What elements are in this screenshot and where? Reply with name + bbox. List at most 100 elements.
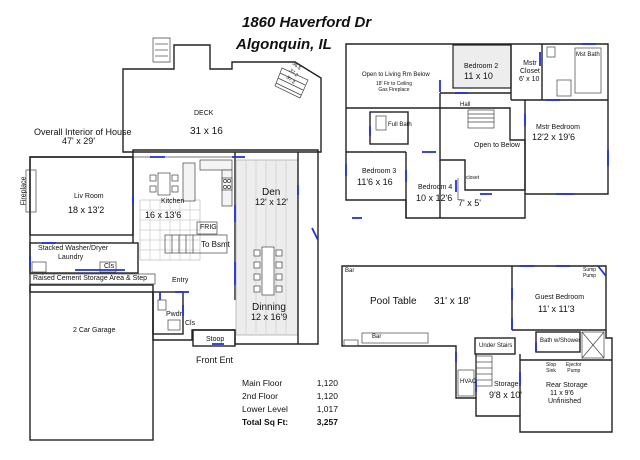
square-footage-summary: Main Floor 1,120 2nd Floor 1,120 Lower L… <box>242 378 338 430</box>
summary-row-total: Total Sq Ft: 3,257 <box>242 417 338 430</box>
summary-label: Main Floor <box>242 378 283 388</box>
washer-dryer <box>31 261 47 273</box>
hvac-box <box>457 369 475 397</box>
second-floor-stairs <box>467 109 495 129</box>
summary-row: Main Floor 1,120 <box>242 378 338 391</box>
mst-bath-label: Mst Bath <box>576 52 600 58</box>
bedroom3-dims: 11'6 x 16 <box>357 177 393 187</box>
summary-value: 1,017 <box>316 404 338 414</box>
fireplace-box <box>25 169 37 213</box>
summary-value: 1,120 <box>316 391 338 401</box>
stairs-to-bsmt <box>164 234 228 254</box>
bedroom4-dims: 10 x 12'6 <box>416 193 453 203</box>
mstr-bedroom-label: Mstr Bedroom <box>536 124 580 131</box>
den-dims: 12' x 12' <box>255 197 288 207</box>
overall-dims: 47' x 29' <box>62 136 95 146</box>
laundry-label: Laundry <box>58 254 84 261</box>
slop-sink-label: Slop Sink <box>546 362 557 374</box>
overall-label: Overall Interior of House <box>34 127 132 137</box>
den-label: Den <box>262 187 281 198</box>
closet-dims: 7' x 5' <box>458 198 481 208</box>
storage-dims: 9'8 x 10' <box>489 390 522 400</box>
city-title: Algonquin, IL <box>236 36 332 53</box>
mstr-closet-label: Mstr Closet <box>520 60 540 76</box>
rear-storage-label: Rear Storage <box>546 382 588 389</box>
entry-label: Entry <box>172 277 189 284</box>
storage-label: Storage <box>494 381 519 388</box>
bar-counter <box>361 332 429 344</box>
stoop-box <box>192 329 236 347</box>
kitchen-dims: 16 x 13'6 <box>145 210 182 220</box>
lower-level-outline <box>341 265 613 433</box>
sump-pump-label: Sump Pump <box>583 267 597 279</box>
bedroom4-label: Bedroom 4 <box>418 184 453 191</box>
garage-label: 2 Car Garage <box>73 327 116 334</box>
second-floor-outline <box>345 43 609 219</box>
kitchen-table <box>157 172 171 196</box>
summary-row: 2nd Floor 1,120 <box>242 391 338 404</box>
bar-top-label: Bar <box>345 268 355 274</box>
summary-label: Lower Level <box>242 404 288 414</box>
deck-stair <box>274 67 309 99</box>
open-below-label: Open to Below <box>474 142 520 149</box>
bedroom2-dims: 11 x 10 <box>464 71 493 81</box>
rear-storage-note: Unfinished <box>548 398 582 405</box>
mst-bath-tub <box>574 47 602 94</box>
stoop-label: Stoop <box>206 336 225 343</box>
summary-value: 1,120 <box>316 378 338 388</box>
guest-bedroom-label: Guest Bedroom <box>535 294 585 301</box>
rear-storage-dims: 11 x 9'6 <box>550 390 574 397</box>
dinning-label: Dinning <box>252 302 286 313</box>
raised-storage-area <box>29 273 156 285</box>
bath-shower-label: Bath w/Shower <box>540 338 581 344</box>
open-living-label: Open to Living Rm Below <box>362 72 430 78</box>
garage-walls <box>29 284 154 441</box>
guest-bedroom-dims: 11' x 11'3 <box>538 304 575 314</box>
fireplace-label: Fireplace <box>20 176 28 206</box>
rec-room-dims: 31' x 18' <box>434 296 471 307</box>
bedroom3-label: Bedroom 3 <box>362 168 397 175</box>
mstr-closet-dims: 6' x 10 <box>519 76 540 83</box>
under-stairs-label: Under Stairs <box>479 343 513 349</box>
mstr-bedroom-dims: 12'2 x 19'6 <box>532 132 575 142</box>
ejector-pump-label: Ejector Pump <box>566 362 582 374</box>
hall-label: Hall <box>460 102 471 108</box>
dinning-dims: 12 x 16'9 <box>251 312 288 322</box>
cls2-label: Cls <box>185 320 196 327</box>
hvac-label: HVAC <box>460 379 477 385</box>
storage-area-label: Raised Cement Storage Area & Step <box>33 275 148 282</box>
stove <box>221 177 233 191</box>
toilet <box>157 299 167 311</box>
address-title: 1860 Haverford Dr <box>242 14 372 31</box>
deck-label: DECK <box>194 110 214 117</box>
liv-room-label: Liv Room <box>74 193 104 200</box>
cls1-label: Cls <box>104 263 115 270</box>
bedroom2-label: Bedroom 2 <box>464 63 499 70</box>
summary-row: Lower Level 1,017 <box>242 404 338 417</box>
frig-label: FRIG <box>200 224 217 231</box>
chimney <box>152 37 171 63</box>
pwdr-label: Pwdr <box>166 311 182 318</box>
washer-dryer-label: Stacked Washer/Dryer <box>38 245 109 252</box>
summary-label: 2nd Floor <box>242 391 278 401</box>
ceiling-note: 18' Fir to Ceiling Gas Fireplace <box>376 81 412 93</box>
summary-label: Total Sq Ft: <box>242 417 289 427</box>
deck-outline <box>122 44 322 153</box>
dining-table <box>261 246 275 296</box>
to-bsmt-label: To Bsmt <box>201 240 230 249</box>
under-stairs-walls <box>474 337 516 355</box>
lower-stairs <box>475 355 493 387</box>
closet-label: closet <box>466 175 480 181</box>
bar-bottom-label: Bar <box>372 334 382 340</box>
front-ent-label: Front Ent <box>196 355 234 365</box>
pool-table-label: Pool Table <box>370 296 417 307</box>
deck-dims: 31 x 16 <box>190 126 223 137</box>
full-bath-label: Full Bath <box>388 122 412 128</box>
summary-value: 3,257 <box>316 417 338 427</box>
liv-room-dims: 18 x 13'2 <box>68 205 105 215</box>
kitchen-counter <box>182 162 196 202</box>
kitchen-label: Kitchen <box>161 198 185 205</box>
bedroom-2-walls <box>452 44 512 89</box>
frig-box <box>196 221 218 235</box>
